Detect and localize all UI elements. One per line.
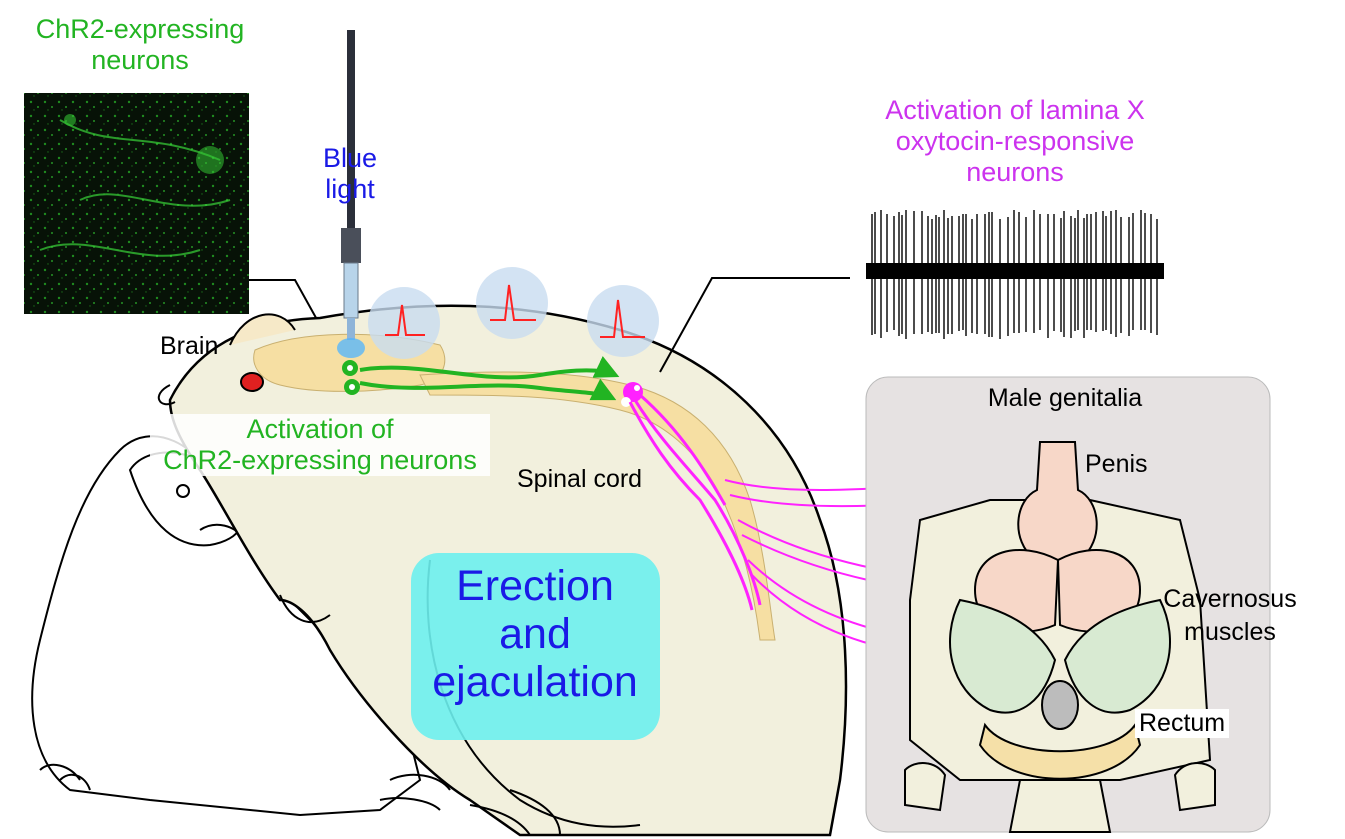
action-potential-icon	[587, 285, 659, 357]
cavernosus-label: Cavernosus muscles	[1145, 583, 1315, 648]
spinal-cord-label: Spinal cord	[517, 465, 642, 494]
action-potential-icon	[368, 287, 440, 359]
rectum-label: Rectum	[1135, 709, 1229, 738]
erection-label: Erection and ejaculation	[410, 562, 660, 706]
action-potential-icon	[476, 267, 548, 339]
blue-light-label: Blue light	[300, 143, 400, 205]
lamina-x-label: Activation of lamina X oxytocin-responsi…	[830, 95, 1200, 188]
rat-eye	[241, 373, 263, 391]
penis-label: Penis	[1085, 450, 1148, 479]
spike-train-recording	[866, 210, 1164, 339]
brain-label: Brain	[160, 332, 218, 361]
male-genitalia-label: Male genitalia	[870, 384, 1260, 413]
chr2-neurons-label: ChR2-expressing neurons	[0, 14, 280, 76]
chr2-microscopy-image	[24, 93, 249, 314]
activation-chr2-label: Activation of ChR2-expressing neurons	[150, 414, 490, 476]
